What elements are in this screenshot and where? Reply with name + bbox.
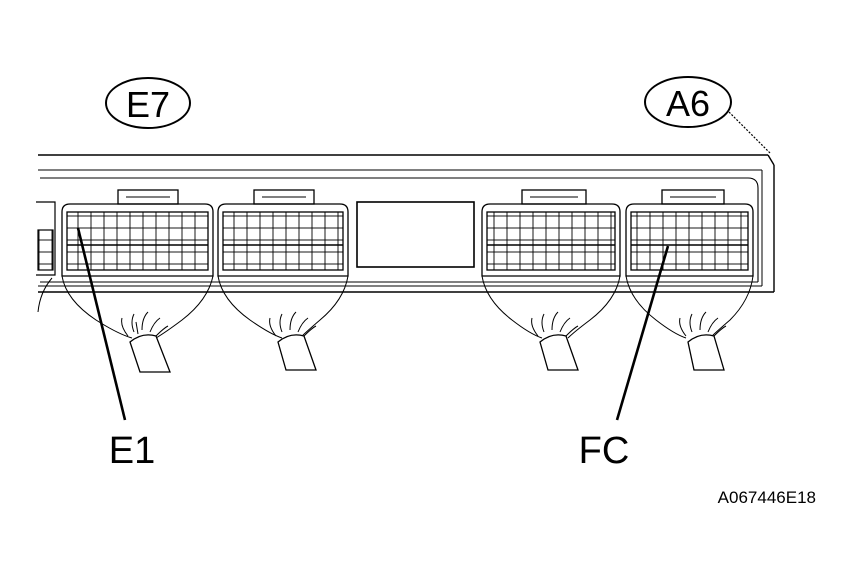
center-window [356,201,475,268]
callout-e7-ellipse [105,77,191,129]
connector-a6 [625,189,754,339]
wire-bundle-3 [531,311,579,371]
callout-a6-label: A6 [666,83,710,124]
e1-pointer-line [76,227,127,421]
terminal-fc-label: FC [579,430,630,472]
connector-2 [217,189,349,339]
fc-pointer-line [615,245,670,421]
wire-bundle-2 [269,311,317,371]
callout-a6-ellipse [644,76,732,128]
callout-a6-leader [728,111,771,154]
figure-code: A067446E18 [718,488,816,507]
connector-e7 [61,189,214,339]
terminal-e1-label: E1 [109,430,155,472]
wire-bundle-4 [679,311,727,371]
connector-partial-left [36,201,56,313]
connector-3 [481,189,621,339]
ecu-body [38,154,775,293]
callout-e7-label: E7 [126,84,170,125]
wire-bundle-1 [121,311,171,373]
